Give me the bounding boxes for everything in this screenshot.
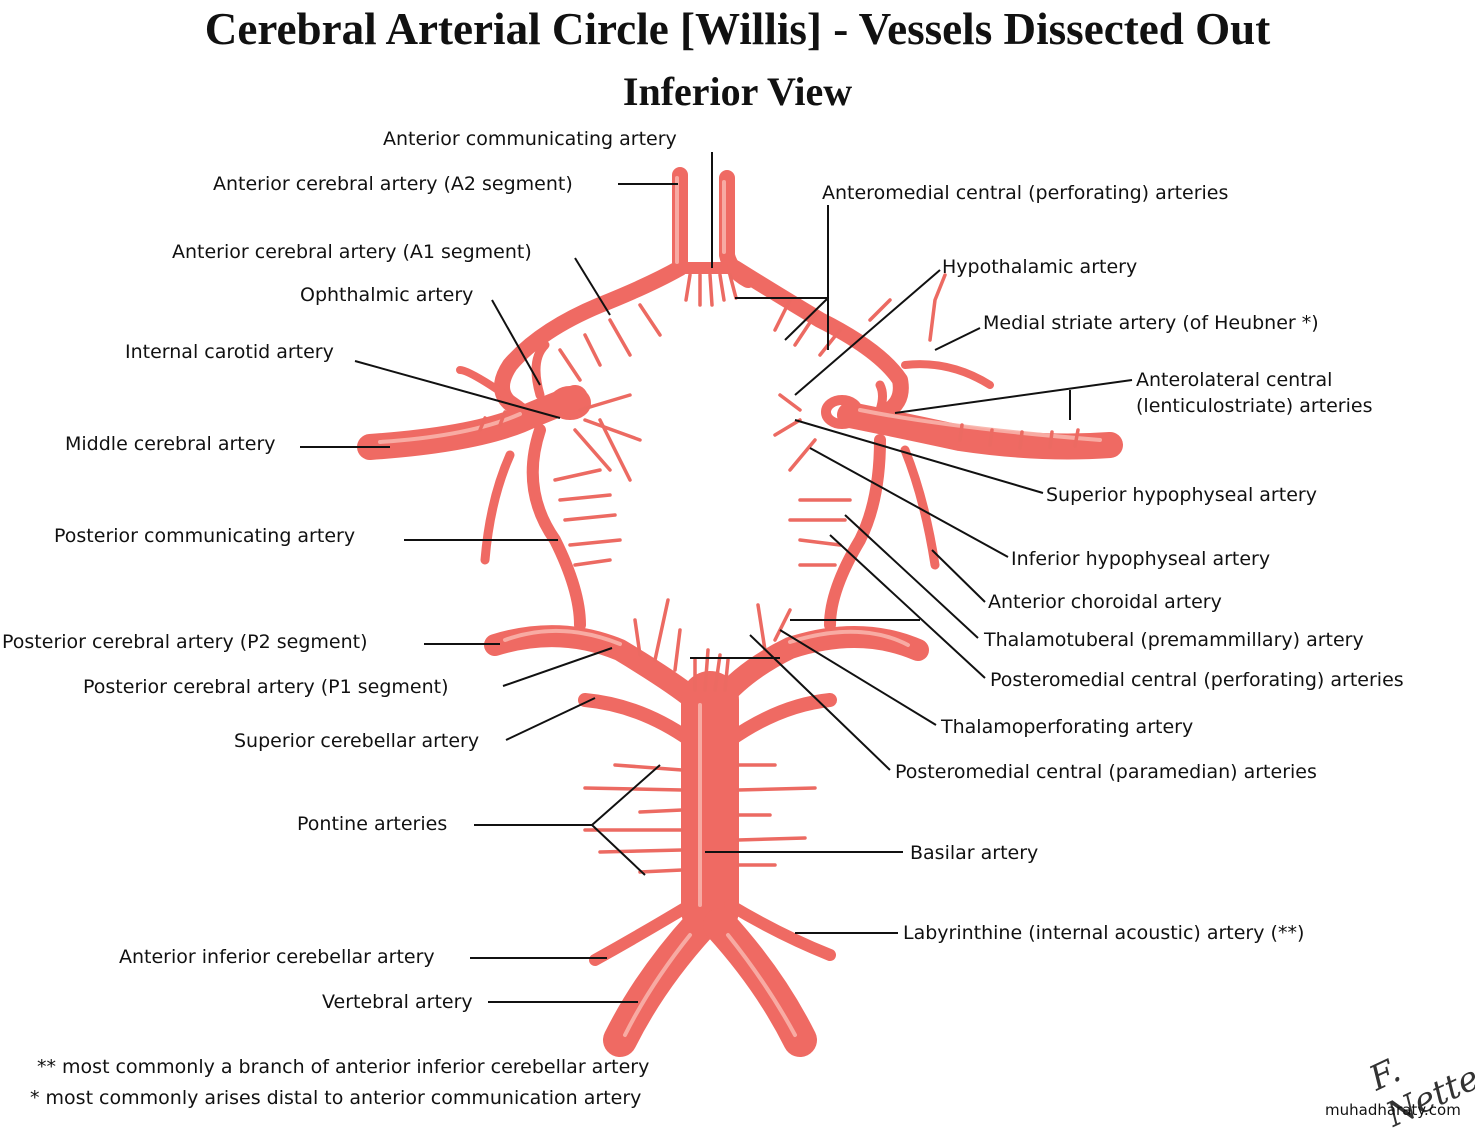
leader-aca-a1 bbox=[574, 257, 611, 316]
diagram-title: Cerebral Arterial Circle [Willis] - Vess… bbox=[204, 3, 1271, 54]
leader-sca bbox=[505, 697, 596, 741]
label-vertebral-artery: Vertebral artery bbox=[322, 991, 473, 1013]
pca-p2-right bbox=[709, 626, 929, 711]
vessels bbox=[357, 167, 1123, 1057]
leader-sup-hypophyseal bbox=[794, 419, 1044, 494]
ant-choroidal-left bbox=[480, 450, 515, 565]
leader-heubner bbox=[934, 327, 981, 351]
leader-lines bbox=[300, 152, 1133, 1003]
label-anteromedial-central-arteries: Anteromedial central (perforating) arter… bbox=[822, 182, 1229, 204]
label-posterior-cerebral-p1: Posterior cerebral artery (P1 segment) bbox=[83, 676, 449, 698]
label-internal-carotid-artery: Internal carotid artery bbox=[125, 341, 334, 363]
aca-a1-right bbox=[727, 260, 909, 423]
leader-anteromedial bbox=[735, 205, 829, 350]
leader-thalamotuberal bbox=[844, 514, 979, 639]
label-hypothalamic-artery: Hypothalamic artery bbox=[942, 256, 1138, 278]
label-anterolateral-central-line2: (lenticulostriate) arteries bbox=[1136, 395, 1373, 417]
label-anterior-cerebral-a2: Anterior cerebral artery (A2 segment) bbox=[213, 173, 573, 195]
heubner-left bbox=[456, 366, 524, 409]
heubner-right bbox=[901, 360, 994, 389]
mca-left bbox=[357, 385, 588, 460]
label-superior-cerebellar-artery: Superior cerebellar artery bbox=[234, 730, 480, 752]
leader-ophthalmic bbox=[491, 299, 541, 386]
leader-pontine bbox=[474, 764, 661, 876]
label-ophthalmic-artery: Ophthalmic artery bbox=[300, 284, 474, 306]
label-labyrinthine-artery: Labyrinthine (internal acoustic) artery … bbox=[903, 922, 1305, 944]
pca-p2-left bbox=[484, 625, 706, 711]
footnote-single-asterisk: * most commonly arises distal to anterio… bbox=[30, 1087, 642, 1109]
label-inferior-hypophyseal-artery: Inferior hypophyseal artery bbox=[1011, 548, 1271, 570]
label-medial-striate-artery: Medial striate artery (of Heubner *) bbox=[983, 312, 1319, 334]
pcomm-left bbox=[526, 424, 586, 631]
label-thalamoperforating-artery: Thalamoperforating artery bbox=[941, 716, 1194, 738]
label-pontine-arteries: Pontine arteries bbox=[297, 813, 448, 835]
label-anterior-cerebral-a1: Anterior cerebral artery (A1 segment) bbox=[172, 241, 532, 263]
sca-right bbox=[723, 693, 837, 747]
leader-pca-p1 bbox=[502, 647, 613, 687]
leader-posteromedial-perf bbox=[790, 534, 986, 679]
leader-ica bbox=[354, 360, 561, 419]
label-anterior-choroidal-artery: Anterior choroidal artery bbox=[988, 591, 1222, 613]
ophthalmic-right bbox=[875, 380, 887, 415]
label-posterior-communicating-artery: Posterior communicating artery bbox=[54, 525, 356, 547]
footnote-double-asterisk: ** most commonly a branch of anterior in… bbox=[37, 1056, 650, 1078]
label-anterolateral-central-line1: Anterolateral central bbox=[1136, 369, 1333, 391]
perforator-branches bbox=[478, 273, 1080, 874]
label-posterior-cerebral-p2: Posterior cerebral artery (P2 segment) bbox=[2, 631, 368, 653]
watermark: muhadharaty.com bbox=[1325, 1101, 1461, 1119]
label-thalamotuberal-artery: Thalamotuberal (premammillary) artery bbox=[984, 629, 1364, 651]
leader-posteromedial-para bbox=[690, 634, 891, 771]
label-posteromedial-paramedian-arteries: Posteromedial central (paramedian) arter… bbox=[895, 761, 1317, 783]
label-basilar-artery: Basilar artery bbox=[910, 842, 1039, 864]
label-anterior-communicating-artery: Anterior communicating artery bbox=[383, 128, 677, 150]
aca-a1-left bbox=[494, 260, 688, 418]
aica-left bbox=[589, 899, 696, 966]
leader-hypothalamic bbox=[794, 269, 941, 396]
label-posteromedial-perforating-arteries: Posteromedial central (perforating) arte… bbox=[990, 669, 1404, 691]
leader-anterolateral bbox=[894, 379, 1133, 420]
leader-thalamoperforating bbox=[779, 629, 937, 726]
ophthalmic-left bbox=[531, 340, 550, 400]
leader-inf-hypophyseal bbox=[809, 447, 1009, 558]
sca-left bbox=[578, 693, 697, 747]
diagram-subtitle: Inferior View bbox=[622, 69, 853, 114]
label-superior-hypophyseal-artery: Superior hypophyseal artery bbox=[1046, 484, 1317, 506]
pcomm-right bbox=[824, 434, 886, 631]
leader-ant-choroidal bbox=[931, 549, 986, 603]
label-middle-cerebral-artery: Middle cerebral artery bbox=[65, 433, 276, 455]
label-anterior-inferior-cerebellar-artery: Anterior inferior cerebellar artery bbox=[119, 946, 435, 968]
aica-right bbox=[724, 899, 836, 961]
